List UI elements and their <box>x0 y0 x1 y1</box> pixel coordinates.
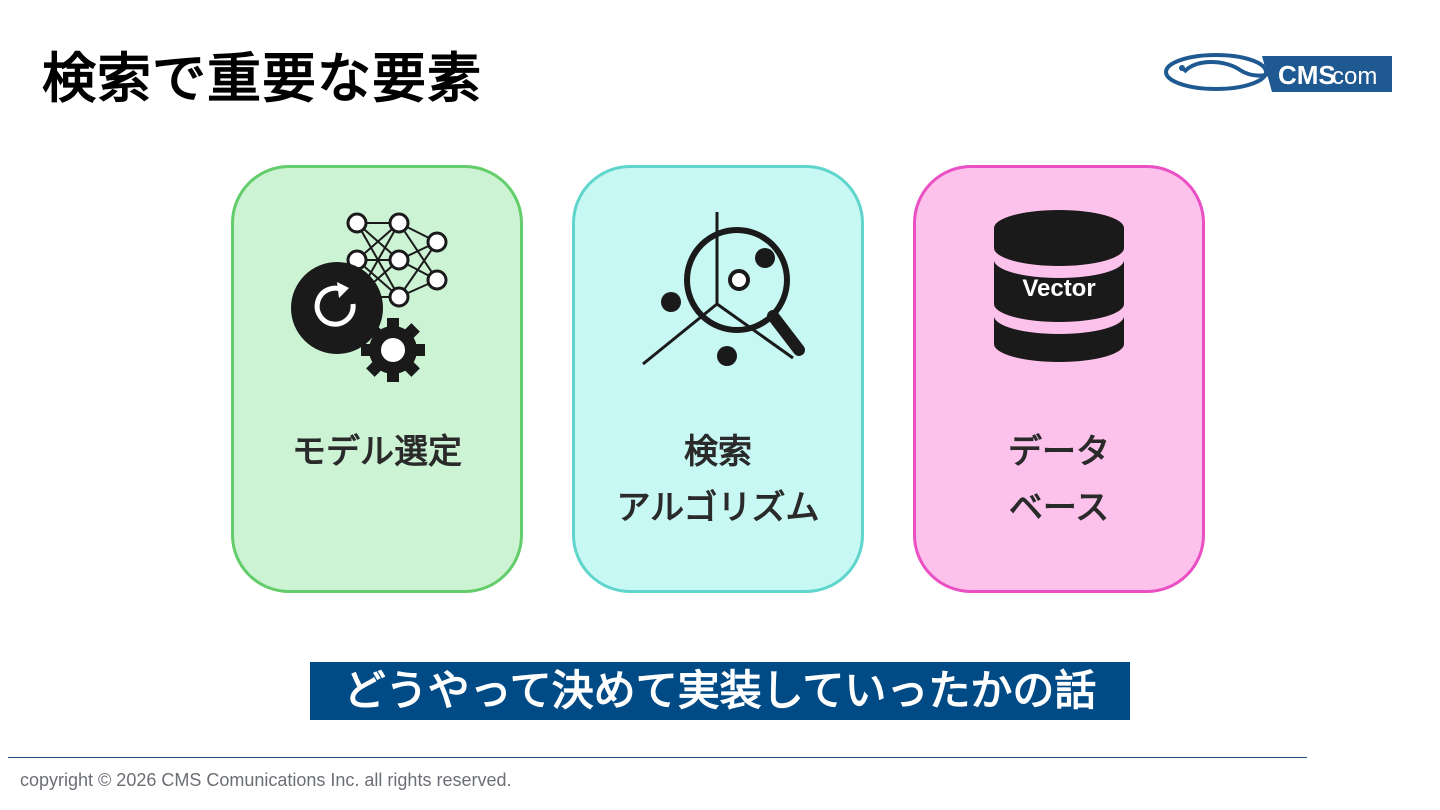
magnifier-vector-search-icon <box>642 212 805 366</box>
card-label-database-line2: ベース <box>1008 488 1110 528</box>
card-search-algorithm: 検索 アルゴリズム <box>572 165 864 593</box>
logo-text-light: com <box>1332 63 1377 90</box>
summary-banner: どうやって決めて実装していったかの話 <box>310 662 1130 720</box>
card-vector-database: Vector データ ベース <box>913 165 1205 593</box>
card-label-model-selection: モデル選定 <box>292 432 462 472</box>
card-model-selection: モデル選定 <box>231 165 523 593</box>
card-label-search-line1: 検索 <box>684 432 752 472</box>
slide-title: 検索で重要な要素 <box>42 47 482 110</box>
footer-divider <box>8 757 1307 758</box>
vector-database-icon: Vector <box>994 210 1124 362</box>
card-label-search-line2: アルゴリズム <box>616 488 820 528</box>
vector-label: Vector <box>1022 275 1095 302</box>
cms-logo: CMS com <box>1164 53 1392 92</box>
logo-text-bold: CMS <box>1278 60 1336 90</box>
copyright-notice: copyright © 2026 CMS Comunications Inc. … <box>20 770 512 790</box>
neural-network-gear-icon <box>291 212 448 382</box>
card-label-database-line1: データ <box>1008 432 1110 472</box>
